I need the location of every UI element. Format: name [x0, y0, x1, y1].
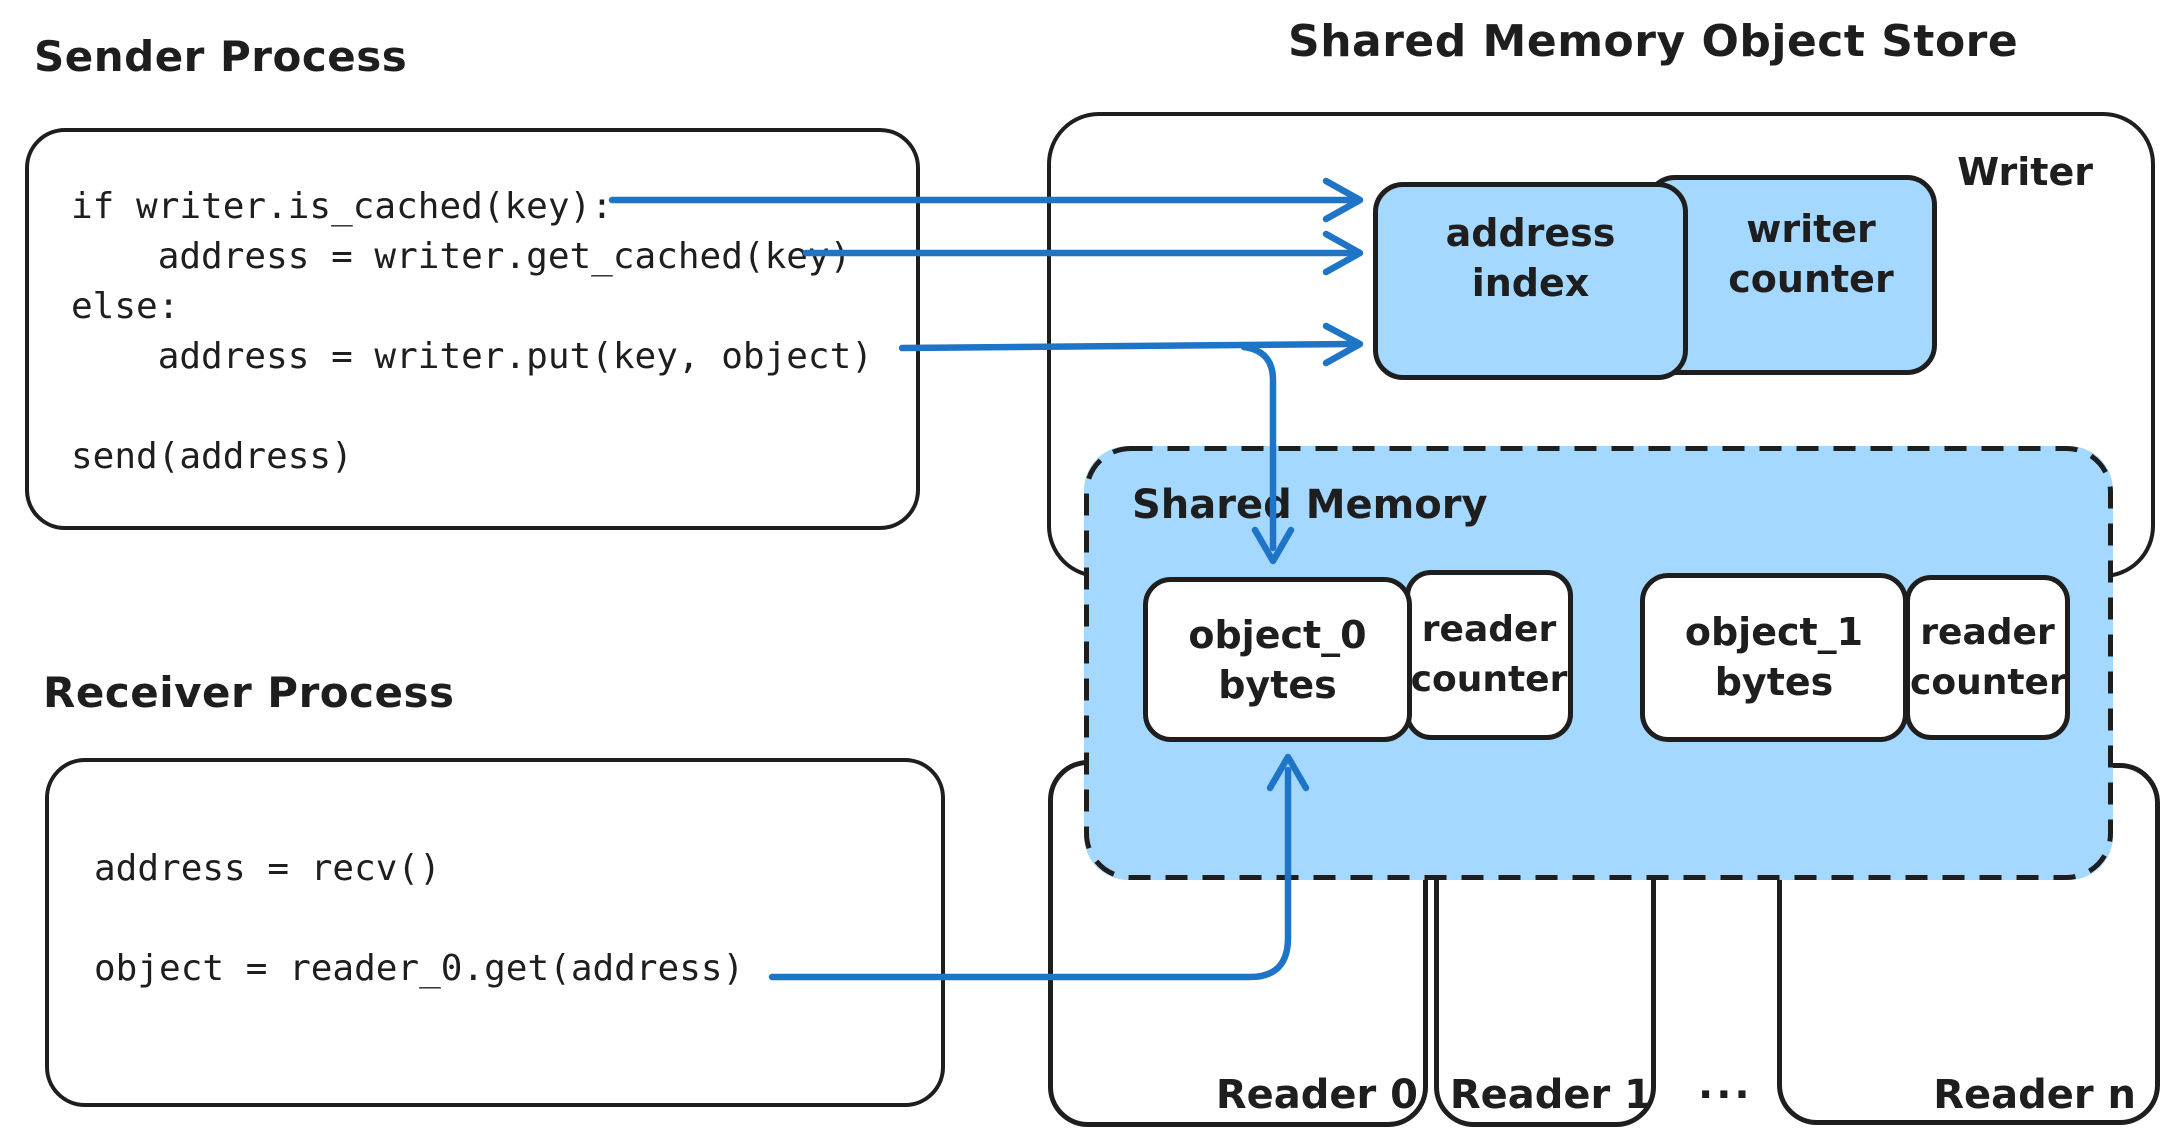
object-1-box: object_1 bytes: [1640, 573, 1908, 742]
store-title: Shared Memory Object Store: [1288, 16, 2019, 67]
address-index-label: address index: [1445, 211, 1616, 305]
writer-counter-box: writer counter: [1645, 175, 1937, 375]
reader-counter-0-label: reader counter: [1410, 609, 1568, 700]
readers-ellipsis: ...: [1698, 1062, 1753, 1108]
address-index-box: address index: [1373, 182, 1688, 380]
receiver-process-box: address = recv() object = reader_0.get(a…: [45, 758, 945, 1107]
object-0-box: object_0 bytes: [1143, 577, 1412, 742]
sender-process-title: Sender Process: [34, 32, 408, 81]
writer-label: Writer: [1957, 150, 2093, 194]
object-0-label: object_0 bytes: [1188, 613, 1367, 707]
sender-code: if writer.is_cached(key): address = writ…: [71, 186, 873, 477]
reader-0-label: Reader 0: [1215, 1072, 1418, 1118]
writer-counter-label: writer counter: [1728, 207, 1894, 301]
reader-counter-1-label: reader counter: [1910, 612, 2067, 703]
reader-n-label: Reader n: [1933, 1072, 2136, 1118]
reader-counter-1-box: reader counter: [1905, 575, 2070, 740]
shared-memory-label: Shared Memory: [1132, 482, 1488, 528]
sender-process-box: if writer.is_cached(key): address = writ…: [25, 128, 920, 530]
object-1-label: object_1 bytes: [1684, 610, 1864, 704]
receiver-process-title: Receiver Process: [43, 668, 455, 717]
receiver-code: address = recv() object = reader_0.get(a…: [94, 848, 745, 989]
reader-counter-0-box: reader counter: [1405, 570, 1573, 740]
reader-1-label: Reader 1: [1449, 1072, 1652, 1118]
